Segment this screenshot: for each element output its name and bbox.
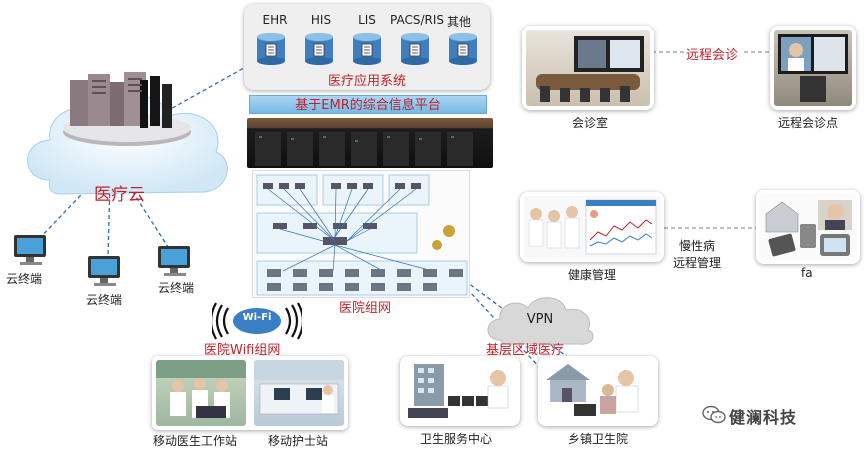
database-icon <box>254 32 288 66</box>
hospital-network-diagram <box>252 170 470 298</box>
mobile-nurse-label: 移动护士站 <box>268 434 329 448</box>
wifi-badge-text: Wi-Fi <box>242 312 272 323</box>
community-center-label: 卫生服务中心 <box>420 432 493 446</box>
township-hospital-card <box>538 356 658 426</box>
app-name-pacs: PACS/RIS <box>390 13 444 27</box>
remote-site-photo <box>774 30 852 106</box>
vpn-cloud: VPN <box>482 292 598 348</box>
chronic-line-2: 远程管理 <box>673 256 722 270</box>
mobile-stations-card <box>152 356 348 430</box>
cloud-label: 医疗云 <box>94 185 145 205</box>
remote-consult-label: 远程会诊 <box>686 48 739 63</box>
brand-watermark: 健澜科技 <box>729 408 798 427</box>
mobile-doctor-label: 移动医生工作站 <box>153 434 238 448</box>
wechat-icon <box>702 405 726 425</box>
terminal-label-2: 云终端 <box>86 293 123 307</box>
database-icon <box>398 32 432 66</box>
community-health-center-card <box>400 356 520 426</box>
township-hospital-label: 乡镇卫生院 <box>568 432 629 446</box>
vpn-label: VPN <box>526 312 554 327</box>
fa-devices-card <box>756 190 860 264</box>
terminal-label-3: 云终端 <box>158 281 195 295</box>
fa-label: fa <box>801 266 813 280</box>
mobile-doctor-photo <box>156 360 246 426</box>
app-systems-title: 医疗应用系统 <box>327 74 406 89</box>
database-icon <box>350 32 384 66</box>
emr-platform-bar: 基于EMR的综合信息平台 <box>249 95 487 114</box>
chronic-disease-label: 慢性病 远程管理 <box>673 238 721 272</box>
consultation-room-label: 会诊室 <box>572 116 609 130</box>
remote-site-label: 远程会诊点 <box>778 116 839 130</box>
terminal-monitor-icon <box>152 244 202 280</box>
terminal-monitor-icon <box>82 254 132 290</box>
wifi-network-label: 医院Wifi组网 <box>204 343 281 358</box>
app-systems-panel: EHR HIS LIS PACS/RIS 其他 医疗应用系统 <box>244 4 490 90</box>
hospital-building-icon <box>408 364 509 418</box>
database-icon <box>302 32 336 66</box>
app-name-his: HIS <box>310 13 332 27</box>
chronic-line-1: 慢性病 <box>679 239 716 253</box>
hospital-network-label: 医院组网 <box>339 301 392 316</box>
house-icon <box>546 364 639 416</box>
remote-site-card <box>770 26 856 110</box>
health-management-screen <box>524 196 660 258</box>
consultation-room-photo <box>526 30 650 106</box>
terminal-label-1: 云终端 <box>6 272 43 286</box>
app-name-lis: LIS <box>358 13 376 27</box>
health-management-label: 健康管理 <box>568 268 617 282</box>
data-center-image <box>247 118 493 168</box>
health-management-card <box>520 192 664 262</box>
app-name-other: 其他 <box>446 15 471 29</box>
medical-cloud <box>20 70 235 210</box>
mobile-nurse-photo <box>254 360 344 426</box>
database-icon <box>446 32 480 66</box>
consultation-room-card <box>522 26 654 110</box>
wifi-icon: Wi-Fi <box>209 302 305 340</box>
grassroots-label: 基层区域医疗 <box>486 343 565 358</box>
app-name-ehr: EHR <box>262 13 288 27</box>
terminal-monitor-icon <box>8 233 58 269</box>
fa-devices-photo <box>760 194 856 260</box>
